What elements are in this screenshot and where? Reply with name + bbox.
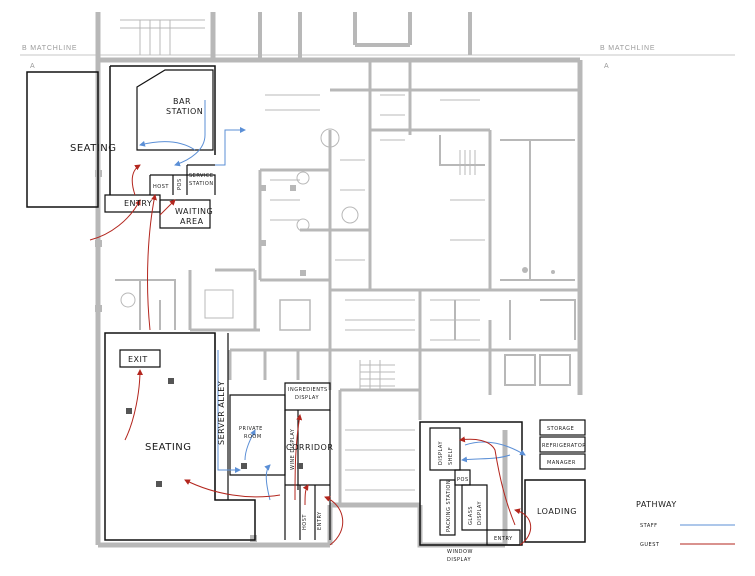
pathway-legend: PATHWAY STAFF GUEST: [636, 500, 735, 548]
wine-display-label: WINE DISPLAY: [290, 428, 296, 470]
packing-station-label: PACKING STATION: [446, 480, 452, 532]
guest-path-entry-upper: [89, 199, 141, 241]
window-display-label-1: WINDOW: [447, 549, 473, 555]
ingredients-display-label-1: INGREDIENTS: [288, 387, 328, 393]
staff-path-bar: [174, 100, 206, 167]
waiting-area-label-1: WAITING: [175, 207, 213, 216]
guest-pathways: [89, 164, 532, 546]
guest-path-waiting: [159, 199, 176, 216]
grid-label-right: A: [604, 63, 609, 70]
guest-path-entry-lower: [324, 496, 344, 546]
guest-path-seating-upper: [131, 164, 141, 196]
guest-path-long: [147, 194, 157, 331]
glass-display-label-1: GLASS: [468, 506, 474, 525]
legend-title: PATHWAY: [636, 500, 677, 509]
staff-path-server-alley: [217, 350, 241, 473]
matchline-label-right: B MATCHLINE: [600, 45, 655, 52]
glass-display-label-2: DISPLAY: [477, 501, 483, 525]
pos-lower-label: POS: [457, 477, 469, 483]
staff-pathways: [139, 100, 526, 501]
grid-label-left: A: [30, 63, 35, 70]
staff-path-storage: [464, 441, 526, 456]
staff-path-service: [215, 127, 246, 166]
staff-path-display: [461, 454, 511, 463]
storage-label: STORAGE: [547, 426, 574, 432]
guest-path-corridor: [294, 414, 303, 501]
entry-right-label: ENTRY: [494, 536, 513, 542]
matchline: B MATCHLINE B MATCHLINE A A: [20, 45, 735, 70]
legend-staff-label: STAFF: [640, 523, 658, 529]
staff-path-bar-seating: [139, 140, 196, 151]
seating-lower-label: SEATING: [145, 442, 192, 453]
host-upper-label: HOST: [153, 184, 169, 190]
private-room-label-2: ROOM: [244, 434, 262, 440]
guest-path-exit: [124, 369, 143, 441]
manager-label: MANAGER: [547, 460, 576, 466]
seating-upper-label: SEATING: [70, 143, 117, 154]
refrigerator-label: REFRIGERATOR: [542, 443, 586, 449]
exit-label: EXIT: [128, 355, 148, 364]
matchline-label-left: B MATCHLINE: [22, 45, 77, 52]
building-walls-background: [95, 12, 583, 548]
ingredients-display-label-2: DISPLAY: [295, 395, 319, 401]
guest-path-seating-lower: [184, 479, 281, 498]
service-station-label-1: SERVICE: [189, 173, 214, 179]
waiting-area-label-2: AREA: [180, 217, 204, 226]
staff-path-private-room: [244, 429, 256, 461]
display-shelf-label-2: SHELF: [448, 447, 454, 465]
pos-upper-label: POS: [177, 178, 183, 190]
private-room-label-1: PRIVATE: [239, 426, 263, 432]
guest-path-host: [302, 484, 309, 506]
staff-path-corridor: [264, 464, 271, 501]
corridor-label: CORRIDOR: [286, 443, 333, 452]
entry-upper-label: ENTRY: [124, 199, 152, 208]
bar-station-label-1: BAR: [173, 97, 191, 106]
display-shelf-label-1: DISPLAY: [438, 441, 444, 465]
legend-guest-label: GUEST: [640, 542, 660, 548]
server-alley-label: SERVER ALLEY: [217, 381, 226, 445]
entry-lower-label: ENTRY: [317, 511, 323, 530]
host-lower-label: HOST: [302, 514, 308, 530]
bar-station-label-2: STATION: [166, 107, 203, 116]
upper-dining-walls: [26, 65, 216, 229]
guest-path-loading: [514, 508, 532, 546]
loading-label: LOADING: [537, 507, 577, 516]
service-station-label-2: STATION: [189, 181, 214, 187]
guest-path-retail: [459, 436, 516, 526]
lower-dining-walls: [104, 332, 331, 541]
window-display-label-2: DISPLAY: [447, 557, 471, 563]
